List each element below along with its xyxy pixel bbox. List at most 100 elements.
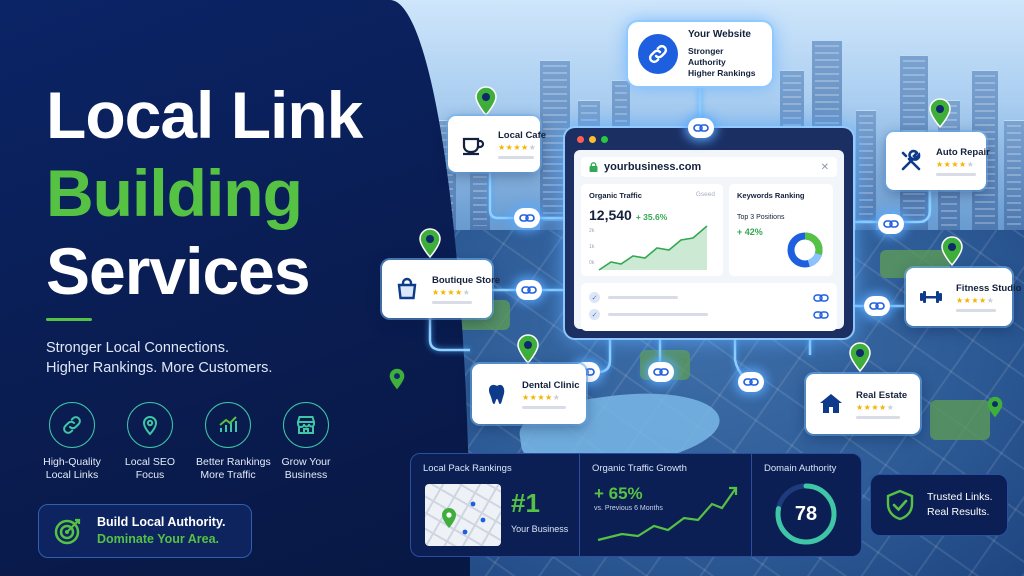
title-line-2: Building	[46, 156, 303, 230]
business-name: Auto Repair	[936, 146, 990, 158]
backlink-list: ✓ ✓	[581, 283, 837, 331]
map-pin-icon	[442, 501, 486, 535]
map-pin-icon	[940, 236, 964, 267]
website-card-line: Higher Rankings	[688, 68, 756, 78]
growth-line-chart	[597, 486, 738, 542]
authority-value: 78	[794, 502, 818, 525]
feature-label: Business	[284, 469, 328, 481]
website-card-title: Your Website	[688, 29, 751, 40]
keywords-donut-chart	[787, 232, 823, 268]
minimize-dot[interactable]	[589, 136, 596, 143]
chain-link-icon	[813, 293, 829, 302]
cta-line-1: Build Local Authority.	[97, 515, 226, 529]
bar-chart-icon	[205, 402, 251, 448]
title-divider	[46, 318, 92, 321]
star-rating: ★★★★★	[956, 295, 995, 305]
star-rating: ★★★★★	[936, 159, 975, 169]
address-bar[interactable]: yourbusiness.com ✕	[581, 157, 837, 177]
close-dot[interactable]	[577, 136, 584, 143]
map-pin-icon	[516, 334, 540, 365]
link-chip	[878, 214, 904, 234]
shopping-bag-icon	[392, 274, 422, 304]
hero-title: Local Link Building Services	[46, 76, 363, 310]
panel-title: Keywords Ranking	[737, 191, 805, 200]
feature-label: More Traffic	[200, 469, 256, 481]
traffic-line-chart: 2k 1k 0k	[589, 225, 708, 271]
list-item: ✓	[589, 306, 829, 323]
map-pin-icon	[848, 342, 872, 373]
business-name: Boutique Store	[432, 274, 501, 286]
tooth-icon	[482, 379, 512, 409]
chain-link-icon	[49, 402, 95, 448]
star-rating: ★★★★★	[498, 142, 537, 152]
axis-tick: 1k	[589, 244, 595, 250]
link-chip	[688, 118, 714, 138]
url-text: yourbusiness.com	[604, 161, 702, 173]
business-card-dental-clinic[interactable]: Dental Clinic★★★★★	[472, 364, 586, 424]
business-name: Real Estate	[856, 389, 908, 401]
wrench-screwdriver-icon	[896, 146, 926, 176]
traffic-line	[598, 225, 708, 271]
link-chip	[514, 208, 540, 228]
map-pin-icon	[928, 98, 952, 129]
cta-banner[interactable]: Build Local Authority. Dominate Your Are…	[38, 504, 252, 558]
axis-tick: 0k	[589, 260, 595, 266]
star-rating: ★★★★★	[856, 402, 895, 412]
keywords-sub: Top 3 Positions	[737, 214, 785, 221]
lock-icon	[589, 162, 598, 172]
authority-arc	[775, 483, 837, 545]
map-pin-icon	[418, 228, 442, 259]
traffic-change: + 35.6%	[635, 212, 668, 222]
your-website-card[interactable]: Your Website Stronger Authority Higher R…	[628, 22, 772, 86]
house-icon	[816, 389, 846, 419]
business-name: Dental Clinic	[522, 379, 580, 391]
feature-label: Local Links	[45, 469, 99, 481]
trust-line-2: Real Results.	[927, 506, 990, 518]
business-card-local-cafe[interactable]: Local Cafe★★★★★	[448, 116, 546, 172]
business-card-boutique-store[interactable]: Boutique Store★★★★★	[382, 260, 500, 318]
star-rating: ★★★★★	[522, 392, 561, 402]
panel-muted-label: Gseed	[695, 191, 715, 198]
rank-sub: Your Business	[511, 524, 569, 534]
feature-label: Focus	[135, 469, 165, 481]
traffic-value: 12,540	[589, 207, 632, 223]
window-controls	[577, 136, 608, 143]
close-icon[interactable]: ✕	[820, 161, 829, 173]
keywords-change: + 42%	[737, 227, 763, 237]
link-chip	[516, 280, 542, 300]
dumbbell-icon	[916, 282, 946, 312]
map-pin-icon	[127, 402, 173, 448]
growth-sub: vs. Previous 6 Months	[594, 505, 663, 512]
business-card-auto-repair[interactable]: Auto Repair★★★★★	[886, 132, 990, 190]
trust-badge: Trusted Links. Real Results.	[870, 474, 1008, 536]
stat-label: Local Pack Rankings	[423, 463, 512, 474]
check-icon: ✓	[589, 292, 600, 303]
feature-label: High-Quality	[43, 456, 101, 468]
feature-label: Grow Your	[281, 456, 331, 468]
coffee-cup-icon	[458, 129, 488, 159]
list-item: ✓	[589, 289, 829, 306]
title-line-3: Services	[46, 234, 311, 308]
business-card-fitness-studio[interactable]: Fitness Studio★★★★★	[906, 268, 1021, 326]
building	[1004, 120, 1024, 230]
chain-link-icon	[813, 310, 829, 319]
authority-ring	[775, 483, 837, 545]
map-pin-icon	[474, 86, 498, 117]
feature-label: Local SEO	[124, 456, 176, 468]
map-pin-icon	[388, 368, 406, 390]
stat-domain-authority: Domain Authority 78	[751, 454, 861, 556]
shield-check-icon	[886, 489, 914, 521]
cta-line-2: Dominate Your Area.	[97, 532, 220, 546]
title-line-1: Local Link	[46, 78, 363, 152]
check-icon: ✓	[589, 309, 600, 320]
business-card-real-estate[interactable]: Real Estate★★★★★	[806, 374, 920, 434]
storefront-icon	[283, 402, 329, 448]
maximize-dot[interactable]	[601, 136, 608, 143]
map-pin-icon	[986, 396, 1004, 418]
stats-panel: Local Pack Rankings #1 Your Business Org…	[410, 453, 862, 557]
target-icon	[54, 518, 81, 545]
